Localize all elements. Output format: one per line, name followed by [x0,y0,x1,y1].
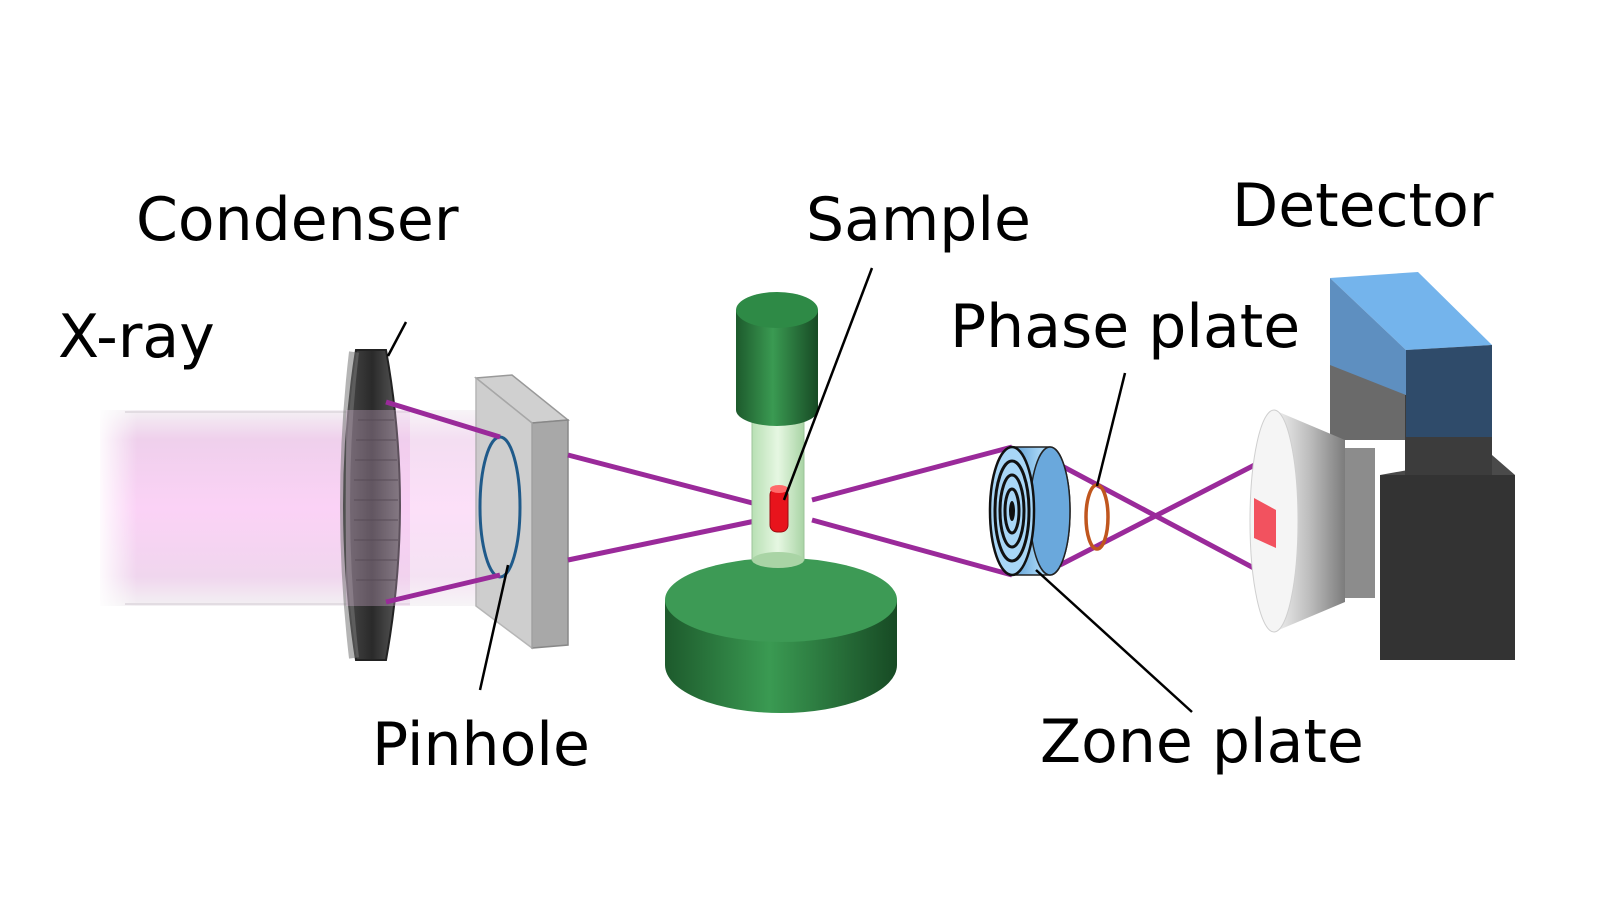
pinhole [474,374,570,650]
label-detector: Detector [1232,171,1494,241]
leader-lines [386,267,1193,713]
beam-through-condenser [346,410,410,606]
beam-segment [410,410,480,606]
label-xray: X-ray [58,302,215,372]
label-condenser: Condenser [136,185,459,255]
label-pinhole: Pinhole [372,710,590,780]
condenser [340,349,401,661]
label-zone-plate: Zone plate [1040,707,1364,777]
label-sample: Sample [806,185,1031,255]
label-phase-plate: Phase plate [950,292,1300,362]
zone-plate [988,445,1071,577]
detector [1249,272,1515,660]
sample-stage [665,292,897,713]
phase-plate [1084,483,1110,551]
